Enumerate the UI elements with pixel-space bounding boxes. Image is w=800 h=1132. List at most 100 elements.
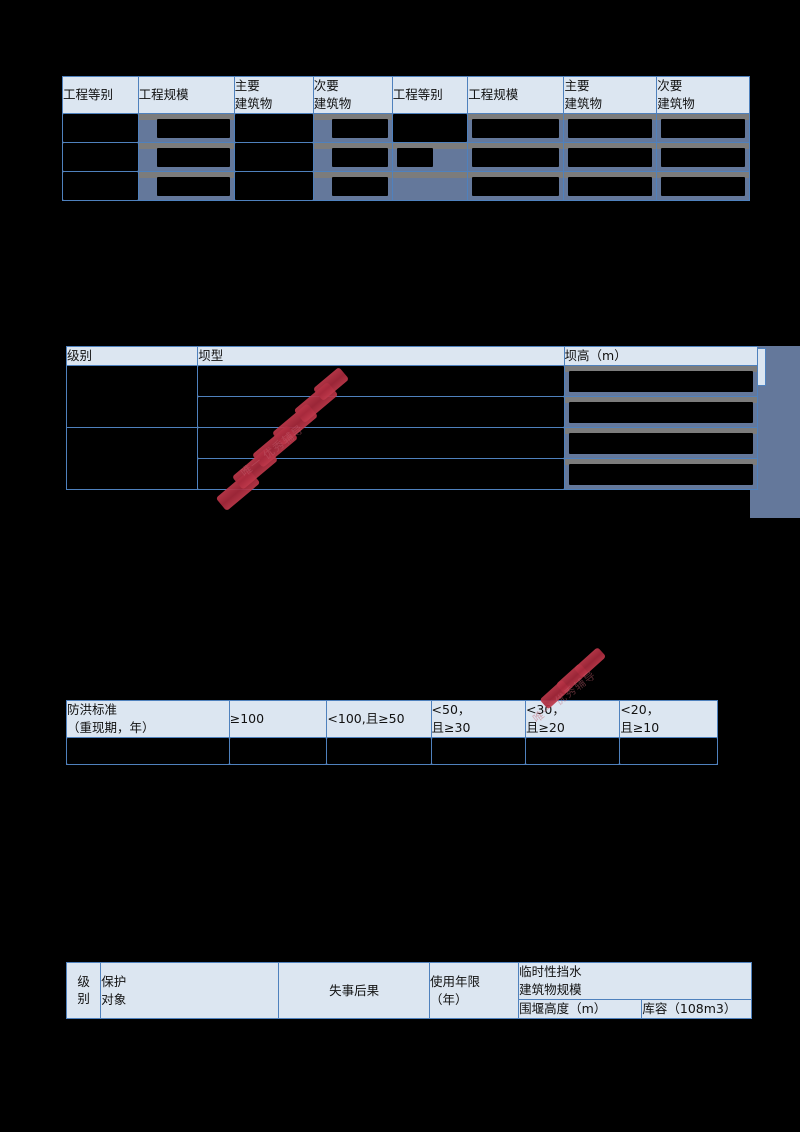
redacted-cell: [137, 142, 235, 173]
header-line: 工程等别: [392, 87, 443, 103]
redacted-cell: [66, 737, 230, 766]
header-line: 建筑物: [234, 96, 273, 112]
header-line: ≥100: [229, 711, 265, 727]
redacted-cell: [467, 113, 565, 144]
table-header-row: 防洪标准 （重现期，年） ≥100 <100,且≥50 <50， 且≥30 <3…: [66, 699, 718, 739]
table-subheader-row: 围堰高度（m） 库容（108m3）: [67, 999, 752, 1020]
column-header-cell: 工程等别: [62, 75, 139, 115]
table-row: [62, 171, 750, 202]
header-line: 坝高（m）: [564, 348, 627, 363]
header-line: 且≥10: [620, 720, 660, 736]
header-line: 建筑物: [313, 96, 352, 112]
redacted-cell: [563, 396, 759, 429]
redacted-cell: [391, 142, 469, 173]
table-row: [62, 142, 750, 173]
header-line: 次要: [313, 78, 339, 93]
header-line: 工程规模: [468, 87, 519, 103]
table-row: [62, 113, 750, 144]
redacted-cell: [62, 171, 139, 202]
redacted-cell: [312, 142, 393, 173]
table-header-row: 工程等别 工程规模 主要 建筑物 次要 建筑物 工程等别 工程规模: [62, 75, 750, 115]
redacted-cell: [62, 113, 139, 144]
header-line: 防洪标准: [67, 702, 118, 717]
header-line: 建筑物规模: [519, 982, 582, 998]
column-header-cell: 坝高（m）: [563, 345, 759, 367]
table-row: [67, 396, 759, 429]
header-line: 坝型: [198, 348, 224, 363]
header-line: 保护: [101, 973, 127, 989]
redacted-cell: [656, 142, 750, 173]
header-line: 库容（108m3）: [642, 1001, 737, 1017]
redacted-cell: [391, 113, 469, 144]
header-line: 使用年限: [430, 973, 481, 989]
header-line: 失事后果: [329, 982, 380, 998]
table-header-row: 级别 坝型 坝高（m）: [65, 345, 759, 367]
redacted-cell: [619, 737, 718, 766]
header-line: <100,且≥50: [327, 711, 405, 727]
header-line: <50，: [431, 702, 471, 717]
header-line: 工程等别: [63, 87, 114, 103]
column-header-cell: 级别: [65, 345, 199, 367]
redacted-cell: [326, 737, 432, 766]
header-line: 工程规模: [138, 87, 189, 103]
redacted-cell: [197, 365, 565, 398]
column-header-cell: 工程规模: [467, 75, 565, 115]
header-line: 临时性挡水: [519, 964, 582, 979]
column-header-cell: <100,且≥50: [326, 699, 432, 739]
redacted-cell: [197, 396, 565, 429]
redacted-cell: [228, 737, 328, 766]
redacted-cell: [312, 113, 393, 144]
redacted-cell: [563, 113, 658, 144]
column-header-cell: 主要 建筑物: [233, 75, 314, 115]
column-header-cell: 次要 建筑物: [656, 75, 750, 115]
redacted-cell: [467, 142, 565, 173]
flood-control-standard-table: 防洪标准 （重现期，年） ≥100 <100,且≥50 <50， 且≥30 <3…: [66, 699, 718, 766]
header-line: 级别: [67, 348, 93, 363]
column-header-cell: 次要 建筑物: [312, 75, 393, 115]
column-header-cell: 防洪标准 （重现期，年）: [66, 699, 230, 739]
header-line: 级: [77, 973, 90, 989]
column-header-cell: 主要 建筑物: [563, 75, 658, 115]
redacted-cell: [524, 737, 621, 766]
redacted-cell: [467, 171, 565, 202]
header-line: 主要: [234, 78, 260, 93]
redacted-cell: [233, 142, 314, 173]
redacted-cell: [233, 171, 314, 202]
temporary-structure-grade-table: 级 别 保护 对象 失事后果 使用年限 （年） 临时性挡水 建筑物规模: [65, 961, 752, 1020]
redacted-cell: [563, 142, 658, 173]
header-line: 对象: [101, 991, 127, 1007]
header-line: 且≥30: [431, 720, 471, 736]
column-header-cell: 级 别: [65, 961, 102, 1020]
redacted-cell: [563, 171, 658, 202]
column-header-cell: 使用年限 （年）: [429, 961, 520, 1020]
column-header-cell: <50， 且≥30: [430, 699, 526, 739]
column-header-cell: <20， 且≥10: [619, 699, 718, 739]
column-header-cell: 保护 对象: [100, 961, 280, 1020]
column-header-cell: 失事后果: [278, 961, 431, 1020]
redacted-cell: [312, 171, 393, 202]
column-header-cell: 围堰高度（m）: [518, 999, 643, 1020]
redacted-cell: [137, 171, 235, 202]
engineering-grade-table: 工程等别 工程规模 主要 建筑物 次要 建筑物 工程等别 工程规模: [62, 75, 750, 202]
redacted-cell: [430, 737, 526, 766]
redacted-merged-cell: [65, 427, 199, 491]
column-header-cell: 工程规模: [137, 75, 235, 115]
redacted-cell: [563, 458, 759, 491]
redacted-cell: [197, 427, 565, 460]
header-line: 次要: [657, 78, 683, 93]
header-line: （年）: [430, 991, 468, 1007]
header-line: <30，: [525, 702, 565, 717]
column-header-cell: <30， 且≥20: [524, 699, 621, 739]
table-row: [65, 365, 759, 429]
redacted-cell: [391, 171, 469, 202]
header-line: 主要: [564, 78, 590, 93]
header-line: （重现期，年）: [67, 720, 155, 736]
table-row: [65, 427, 759, 491]
column-header-cell: 库容（108m3）: [641, 999, 752, 1020]
table-row: [66, 737, 718, 766]
redacted-cell: [62, 142, 139, 173]
redacted-cell: [563, 427, 759, 460]
header-line: 别: [77, 990, 90, 1006]
redacted-cell: [197, 458, 565, 491]
